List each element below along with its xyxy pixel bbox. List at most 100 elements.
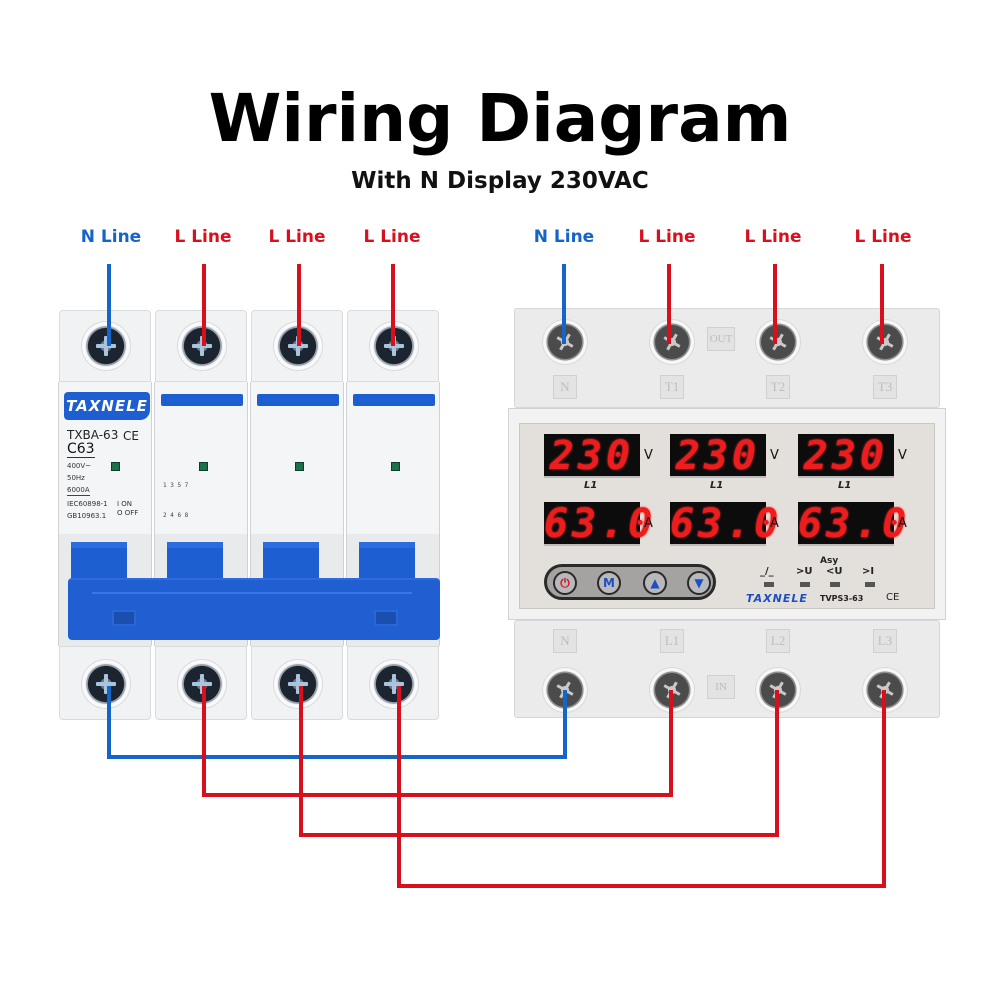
- asy-group-label: Asy: [820, 556, 839, 566]
- tie-bar-slot: [374, 610, 398, 626]
- protector-label-l-line-1: L Line: [638, 227, 696, 247]
- terminal-screw-icon: [85, 325, 127, 367]
- indicator-led: [830, 582, 840, 587]
- terminal-screw-icon: [759, 323, 797, 361]
- top-terminal-label: T1: [660, 375, 684, 399]
- terminal-screw-icon: [546, 671, 584, 709]
- voltage-protector-tvps3: OUT N T1 T2 T3 230 V L1 230 V L1 230 V L…: [508, 308, 946, 718]
- breaker-label-n-line: N Line: [80, 227, 142, 247]
- status-indicator-led: [111, 462, 120, 471]
- voltage-unit: V: [770, 448, 779, 463]
- indicator-overcurrent-label: >I: [862, 566, 875, 577]
- terminal-screw-icon: [373, 325, 415, 367]
- breaker-tie-bar[interactable]: [68, 578, 440, 640]
- in-label: IN: [707, 675, 735, 699]
- status-indicator-led: [295, 462, 304, 471]
- voltage-display: 230: [670, 434, 766, 478]
- terminal-screw-icon: [277, 325, 319, 367]
- tie-bar-groove: [92, 592, 412, 594]
- phase-label: L1: [584, 480, 598, 491]
- voltage-display: 230: [798, 434, 894, 478]
- phase-label: L1: [838, 480, 852, 491]
- input-terminal-block: N L1 L2 L3 IN: [514, 620, 940, 718]
- terminal-screw-icon: [181, 663, 223, 705]
- breaker-rating: C63: [67, 441, 95, 458]
- voltage-unit: V: [898, 448, 907, 463]
- current-display: 63.0: [670, 501, 783, 547]
- output-terminal-block: OUT N T1 T2 T3: [514, 308, 940, 408]
- off-label: O OFF: [117, 509, 139, 517]
- terminal-screw-icon: [277, 663, 319, 705]
- indicator-undervoltage-label: <U: [826, 566, 843, 577]
- terminal-screw-icon: [866, 323, 904, 361]
- top-terminal-label: N: [553, 375, 577, 399]
- protector-label-n-line: N Line: [533, 227, 595, 247]
- current-display: 63.0: [798, 501, 911, 547]
- brand-stripe: [257, 394, 339, 406]
- display-panel: 230 V L1 230 V L1 230 V L1 63.0 A 63.0 A…: [519, 423, 935, 609]
- breaker-label-l-line-1: L Line: [174, 227, 232, 247]
- pole-terminal-numbers-top: 1 3 5 7: [163, 482, 189, 489]
- current-display: 63.0: [544, 501, 657, 547]
- out-label: OUT: [707, 327, 735, 351]
- indicator-switch-label: _/_: [760, 566, 774, 577]
- terminal-screw-icon: [546, 323, 584, 361]
- control-keypad: ⏻ M ▲ ▼: [544, 564, 716, 600]
- circuit-breaker-4p: TAXNELE TXBA-63 CE C63 400V~ 50Hz 6000A …: [58, 310, 440, 720]
- breaker-label-l-line-3: L Line: [363, 227, 421, 247]
- power-icon[interactable]: ⏻: [553, 571, 577, 595]
- menu-icon[interactable]: M: [597, 571, 621, 595]
- breaker-brand-logo: TAXNELE: [64, 392, 150, 420]
- phase-label: L1: [710, 480, 724, 491]
- breaker-standard-gb: GB10963.1: [67, 512, 107, 520]
- protector-model: TVPS3-63: [820, 594, 864, 603]
- protector-label-l-line-3: L Line: [854, 227, 912, 247]
- page-subtitle: With N Display 230VAC: [351, 168, 649, 194]
- terminal-screw-icon: [653, 323, 691, 361]
- down-arrow-icon[interactable]: ▼: [687, 571, 711, 595]
- ce-mark-icon: CE: [886, 592, 900, 603]
- terminal-screw-icon: [85, 663, 127, 705]
- terminal-screw-icon: [181, 325, 223, 367]
- top-terminal-label: T2: [766, 375, 790, 399]
- breaker-model: TXBA-63: [67, 428, 119, 442]
- bottom-terminal-label: N: [553, 629, 577, 653]
- indicator-led: [764, 582, 774, 587]
- current-unit: A: [898, 516, 907, 531]
- voltage-unit: V: [644, 448, 653, 463]
- breaker-voltage: 400V~: [67, 462, 92, 470]
- protector-front: 230 V L1 230 V L1 230 V L1 63.0 A 63.0 A…: [508, 408, 946, 620]
- terminal-screw-icon: [759, 671, 797, 709]
- breaker-standard-iec: IEC60898-1: [67, 500, 108, 508]
- indicator-overvoltage-label: >U: [796, 566, 813, 577]
- page-title: Wiring Diagram: [208, 80, 792, 157]
- current-unit: A: [644, 516, 653, 531]
- up-arrow-icon[interactable]: ▲: [643, 571, 667, 595]
- bottom-terminal-label: L1: [660, 629, 684, 653]
- breaker-label-l-line-2: L Line: [268, 227, 326, 247]
- bottom-terminal-label: L3: [873, 629, 897, 653]
- indicator-led: [865, 582, 875, 587]
- terminal-screw-icon: [373, 663, 415, 705]
- protector-label-l-line-2: L Line: [744, 227, 802, 247]
- current-unit: A: [770, 516, 779, 531]
- breaker-pole-l3: [346, 310, 440, 720]
- brand-stripe: [161, 394, 243, 406]
- top-terminal-label: T3: [873, 375, 897, 399]
- protector-brand-logo: TAXNELE: [746, 592, 808, 605]
- breaker-capacity: 6000A: [67, 486, 90, 496]
- breaker-frequency: 50Hz: [67, 474, 85, 482]
- bottom-terminal-label: L2: [766, 629, 790, 653]
- terminal-screw-icon: [653, 671, 691, 709]
- breaker-pole-n: TAXNELE TXBA-63 CE C63 400V~ 50Hz 6000A …: [58, 310, 152, 720]
- on-label: I ON: [117, 500, 133, 508]
- pole-terminal-numbers-bottom: 2 4 6 8: [163, 512, 189, 519]
- tie-bar-slot: [112, 610, 136, 626]
- status-indicator-led: [391, 462, 400, 471]
- indicator-led: [800, 582, 810, 587]
- breaker-pole-l2: [250, 310, 344, 720]
- voltage-display: 230: [544, 434, 640, 478]
- brand-stripe: [353, 394, 435, 406]
- ce-mark-icon: CE: [123, 429, 139, 443]
- terminal-screw-icon: [866, 671, 904, 709]
